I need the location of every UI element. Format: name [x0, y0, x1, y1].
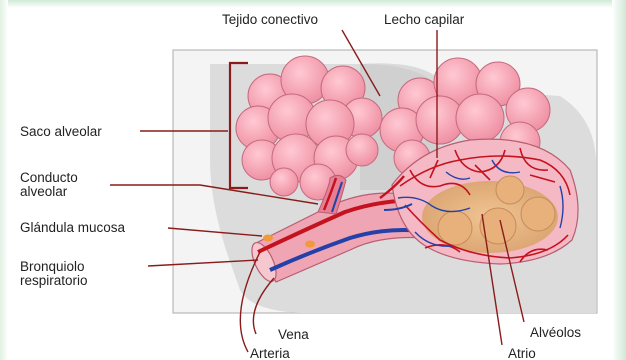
- label-atrio: Atrio: [508, 346, 536, 360]
- label-saco-alveolar: Saco alveolar: [20, 124, 102, 139]
- label-lecho-capilar: Lecho capilar: [384, 12, 465, 27]
- label-glandula-mucosa: Glándula mucosa: [20, 220, 126, 235]
- label-bronquiolo-line2: respiratorio: [20, 273, 88, 288]
- label-vena: Vena: [278, 327, 309, 342]
- label-tejido-conectivo: Tejido conectivo: [222, 12, 318, 27]
- label-conducto-line1: Conducto: [20, 170, 78, 185]
- label-bronquiolo-line1: Bronquiolo: [20, 259, 85, 274]
- label-arteria: Arteria: [250, 346, 290, 360]
- label-alveolos: Alvéolos: [530, 325, 581, 340]
- label-conducto-line2: alveolar: [20, 184, 68, 199]
